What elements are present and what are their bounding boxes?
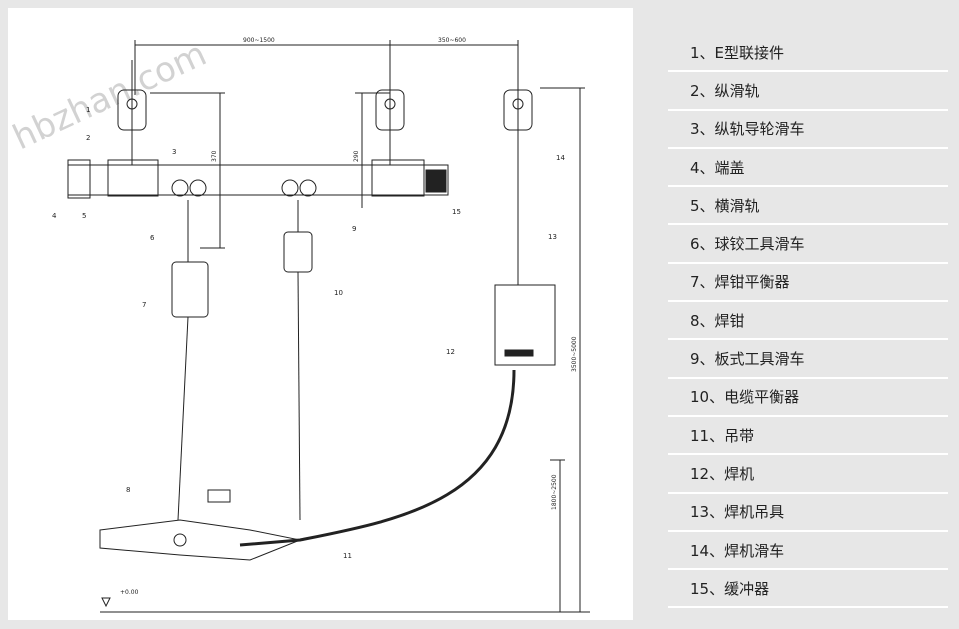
legend-item-1: 1、E型联接件	[668, 34, 948, 73]
legend-item-label: 7、焊钳平衡器	[690, 273, 790, 292]
legend-item-label: 12、焊机	[690, 464, 755, 483]
dim-lower-height: 1800~2500	[551, 474, 558, 510]
legend-item-label: 8、焊钳	[690, 311, 745, 330]
legend-item-label: 14、焊机滑车	[690, 541, 785, 560]
technical-drawing: hbzhan.com	[7, 8, 633, 620]
callout-3: 3	[172, 148, 176, 156]
legend-item-label: 15、缓冲器	[690, 579, 770, 598]
dim-ground: +0.00	[120, 589, 139, 596]
legend-item-label: 5、横滑轨	[690, 196, 760, 215]
callout-9: 9	[352, 225, 356, 233]
dim-span2: 350~600	[438, 37, 466, 44]
welding-tong	[99, 519, 302, 561]
plate-trolley-wheel	[281, 179, 299, 197]
callout-10: 10	[334, 289, 343, 297]
callout-14: 14	[556, 154, 565, 162]
legend-item-label: 3、纵轨导轮滑车	[690, 120, 805, 139]
callouts: 1 2 3 4 5 6 7 8 9 10 11 12 13 14 15	[52, 106, 565, 560]
welder-box	[494, 284, 556, 366]
legend-item-3: 3、纵轨导轮滑车	[668, 111, 948, 149]
legend-item-13: 13、焊机吊具	[668, 494, 948, 532]
legend-item-label: 1、E型联接件	[690, 43, 785, 62]
welding-tong-balancer	[171, 261, 209, 318]
legend-item-label: 4、端盖	[690, 158, 745, 177]
legend-item-14: 14、焊机滑车	[668, 532, 948, 571]
legend-item-9: 9、板式工具滑车	[668, 340, 948, 379]
legend-item-7: 7、焊钳平衡器	[668, 264, 948, 303]
legend-item-4: 4、端盖	[668, 149, 948, 188]
legend-item-label: 13、焊机吊具	[690, 503, 785, 522]
callout-8: 8	[126, 486, 130, 494]
legend-item-10: 10、电缆平衡器	[668, 379, 948, 417]
callout-2: 2	[86, 134, 90, 142]
legend-item-6: 6、球铰工具滑车	[668, 225, 948, 264]
callout-4: 4	[52, 212, 57, 220]
callout-12: 12	[446, 348, 455, 356]
ball-trolley-wheel	[171, 179, 189, 197]
legend-item-8: 8、焊钳	[668, 302, 948, 341]
dim-span1: 900~1500	[243, 37, 275, 44]
callout-6: 6	[150, 234, 155, 242]
legend-item-label: 11、吊带	[690, 426, 755, 445]
callout-1: 1	[86, 106, 90, 114]
callout-13: 13	[548, 233, 557, 241]
callout-5: 5	[82, 212, 86, 220]
legend-item-label: 9、板式工具滑车	[690, 350, 805, 369]
dim-total-height: 3500~5000	[571, 336, 578, 372]
legend-item-11: 11、吊带	[668, 417, 948, 456]
legend-item-5: 5、横滑轨	[668, 187, 948, 226]
carriage-middle	[375, 60, 405, 165]
welder-cable	[239, 369, 516, 547]
legend-item-15: 15、缓冲器	[668, 570, 948, 609]
legend-item-label: 6、球铰工具滑车	[690, 235, 805, 254]
callout-15: 15	[452, 208, 461, 216]
legend-item-2: 2、纵滑轨	[668, 72, 948, 111]
legend-item-label: 2、纵滑轨	[690, 81, 760, 100]
carriage-left	[117, 60, 147, 165]
drawing-background	[8, 8, 633, 620]
parts-legend: 1、E型联接件 2、纵滑轨 3、纵轨导轮滑车 4、端盖 5、横滑轨 6、球铰工具…	[668, 34, 948, 609]
dim-290: 290	[353, 150, 360, 162]
callout-7: 7	[142, 301, 146, 309]
legend-item-12: 12、焊机	[668, 455, 948, 494]
dim-370: 370	[211, 150, 218, 162]
callout-11: 11	[343, 552, 352, 560]
legend-item-label: 10、电缆平衡器	[690, 388, 800, 407]
